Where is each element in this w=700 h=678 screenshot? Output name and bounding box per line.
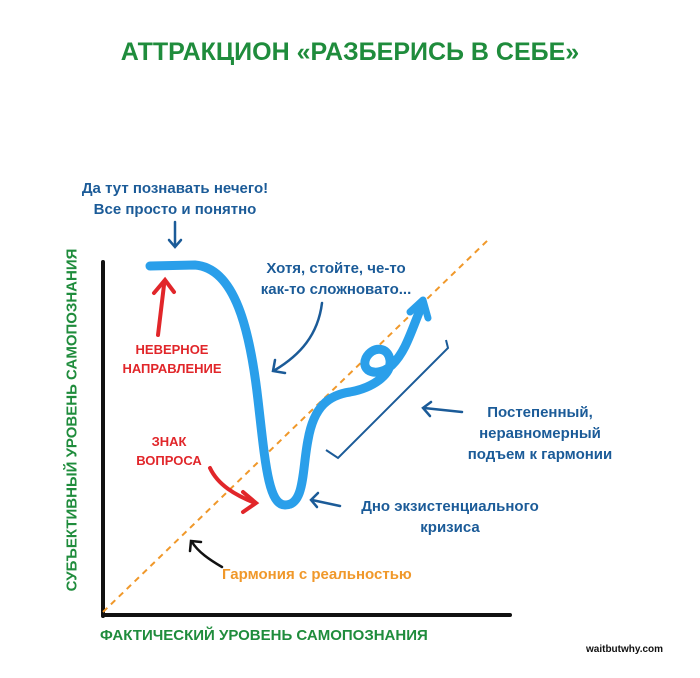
- wrong-line-2: НАПРАВЛЕНИЕ: [122, 361, 222, 376]
- question-label: ЗНАК ВОПРОСА: [124, 432, 214, 470]
- question-arrow: [208, 466, 260, 514]
- source-credit: waitbutwhy.com: [586, 644, 664, 655]
- y-axis-label: СУБЪЕКТИВНЫЙ УРОВЕНЬ САМОПОЗНАНИЯ: [63, 248, 81, 592]
- x-axis-label: ФАКТИЧЕСКИЙ УРОВЕНЬ САМОПОЗНАНИЯ: [100, 627, 428, 644]
- doubt-annotation: Хотя, стойте, че-то как-то сложновато...: [236, 258, 436, 300]
- harmony-line: [102, 239, 489, 613]
- wrong-direction-label: НЕВЕРНОЕ НАПРАВЛЕНИЕ: [112, 340, 232, 378]
- rise-line-3: подъем к гармонии: [467, 446, 613, 463]
- peak-line-2: Все просто и понятно: [93, 201, 257, 218]
- wrong-direction-arrow: [152, 276, 176, 337]
- curve-arrowhead: [406, 296, 432, 322]
- doubt-arrow: [271, 301, 324, 375]
- rise-bracket: [325, 339, 450, 460]
- rise-line-1: Постепенный,: [487, 404, 593, 421]
- peak-annotation: Да тут познавать нечего! Все просто и по…: [80, 178, 270, 220]
- bottom-line-1: Дно экзистенциального: [361, 498, 539, 515]
- wrong-line-1: НЕВЕРНОЕ: [135, 342, 209, 357]
- doubt-line-1: Хотя, стойте, че-то: [266, 260, 406, 277]
- rise-annotation: Постепенный, неравномерный подъем к гарм…: [440, 402, 640, 465]
- peak-line-1: Да тут познавать нечего!: [81, 180, 269, 197]
- bottom-arrow: [309, 491, 342, 509]
- self-knowledge-curve: [145, 260, 425, 510]
- page-title: АТТРАКЦИОН «РАЗБЕРИСЬ В СЕБЕ»: [120, 38, 580, 66]
- bottom-line-2: кризиса: [420, 519, 480, 536]
- harmony-label: Гармония с реальностью: [222, 566, 412, 583]
- rise-line-2: неравномерный: [479, 425, 601, 442]
- rise-arrow: [421, 400, 464, 418]
- peak-arrow: [167, 220, 183, 249]
- question-line-2: ВОПРОСА: [136, 453, 202, 468]
- harmony-arrow: [188, 539, 224, 569]
- question-line-1: ЗНАК: [151, 434, 187, 449]
- bottom-annotation: Дно экзистенциального кризиса: [340, 496, 560, 538]
- doubt-line-2: как-то сложновато...: [260, 281, 412, 298]
